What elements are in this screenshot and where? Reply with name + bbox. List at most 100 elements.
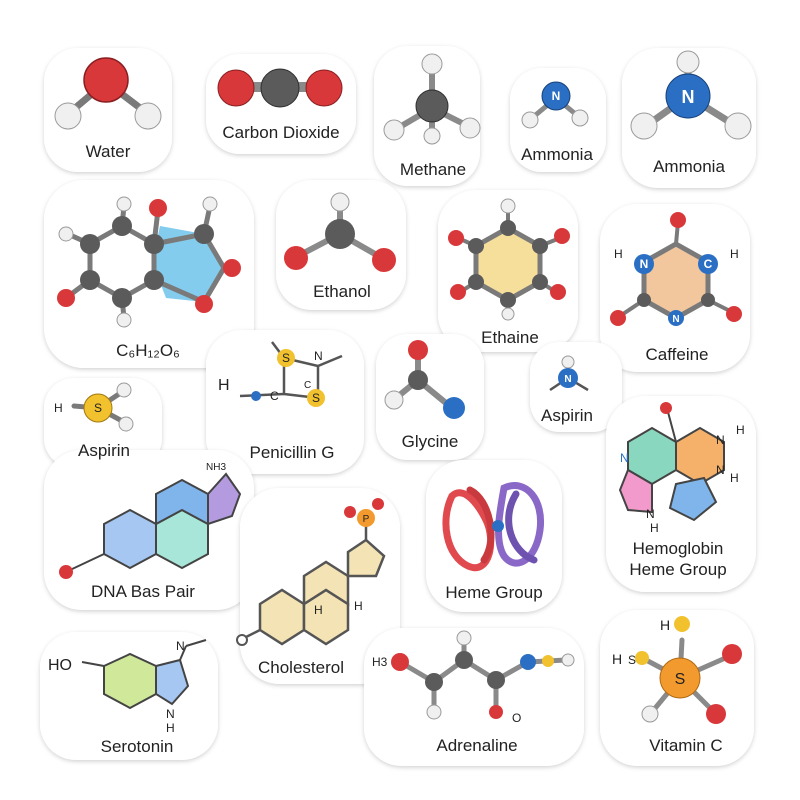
oxygen-atom	[372, 498, 384, 510]
carbon-atom	[112, 288, 132, 308]
oxygen-atom	[610, 310, 626, 326]
co2-carbon-atom	[260, 68, 300, 108]
ammonia-hydrogen-atom	[630, 112, 658, 140]
molecule-ammonia-2: N	[630, 50, 752, 140]
atom-label: H	[730, 247, 739, 261]
atom-label: H	[166, 721, 175, 735]
atom-label: O	[512, 711, 521, 725]
carbon-atom	[144, 270, 164, 290]
sticker-water	[44, 48, 172, 172]
oxygen-atom	[550, 284, 566, 300]
molecule-caffeine: H N C H N	[610, 212, 742, 326]
atom-label: N	[640, 257, 649, 271]
atom-label: S	[628, 653, 636, 667]
oxygen-atom	[554, 228, 570, 244]
atom-label: H	[614, 247, 623, 261]
water-hydrogen-atom	[134, 102, 162, 130]
atom-label: NH3	[206, 462, 226, 473]
sulfur-atom	[83, 393, 113, 423]
hydrogen-atom	[501, 307, 515, 321]
molecule-glucose	[57, 196, 241, 328]
molecule-hemoglobin-heme-group: H N H N N N H	[618, 402, 745, 535]
molecule-label-penicillin-g: Penicillin G	[249, 443, 335, 462]
hydrogen-atom	[561, 653, 575, 667]
carbon-atom	[637, 293, 651, 307]
atom-label: H	[730, 471, 739, 485]
molecule-heme-group	[442, 482, 545, 572]
hydrogen-atom	[426, 704, 442, 720]
methane-hydrogen-atom	[383, 119, 405, 141]
co2-oxygen-atom	[305, 69, 343, 107]
molecule-label-water: Water	[85, 142, 131, 161]
carbon-atom	[455, 651, 473, 669]
carbon-atom	[532, 238, 548, 254]
molecule-label-cholesterol: Cholesterol	[258, 658, 344, 677]
oxygen-atom	[344, 506, 356, 518]
oxygen-atom	[391, 653, 409, 671]
oxygen-atom	[408, 340, 428, 360]
molecule-label-vitamin-c: Vitamin C	[649, 736, 723, 755]
oxygen-atom	[670, 212, 686, 228]
oxygen-atom	[450, 284, 466, 300]
molecule-dna-base-pair: NH3	[59, 462, 242, 579]
atom-label: C	[270, 389, 279, 403]
atom-label: S	[94, 401, 102, 415]
atom-label: HO	[48, 657, 72, 674]
carbon-atom	[80, 234, 100, 254]
hydrogen-atom	[58, 226, 74, 242]
molecule-serotonin: HO N N H	[48, 639, 207, 735]
molecule-label-glycine: Glycine	[401, 432, 459, 451]
atom-label: N	[716, 433, 725, 447]
oxygen-atom	[195, 295, 213, 313]
hydrogen-atom	[118, 416, 134, 432]
nitrogen-atom	[443, 397, 465, 419]
molecule-label-serotonin: Serotonin	[100, 737, 174, 756]
oxygen-atom	[284, 246, 308, 270]
ammonia-nitrogen-atom	[541, 81, 571, 111]
molecule-label-methane: Methane	[399, 160, 467, 179]
water-hydrogen-atom	[54, 102, 82, 130]
carbon-atom	[500, 220, 516, 236]
carbon-atom	[325, 219, 355, 249]
ammonia-hydrogen-atom	[724, 112, 752, 140]
atom-label: P	[363, 514, 370, 525]
molecule-label-caffeine: Caffeine	[645, 345, 709, 364]
atom-label: N	[682, 87, 695, 107]
oxygen-atom	[489, 705, 503, 719]
nitrogen-atom	[698, 254, 718, 274]
molecule-cholesterol: P H H	[236, 498, 386, 646]
molecule-label-heme-group: Heme Group	[445, 583, 543, 602]
atom-label: H	[736, 423, 745, 437]
carbon-atom	[408, 370, 428, 390]
ammonia-hydrogen-atom	[676, 50, 700, 74]
oxygen-atom	[149, 199, 167, 217]
sticker-penicillin	[206, 330, 364, 474]
oxygen-atom	[448, 230, 464, 246]
sulfur-atom	[659, 657, 701, 699]
molecule-label-glucose: C₆H₁₂O₆	[116, 341, 180, 360]
atom-label: N	[166, 707, 175, 721]
co2-oxygen-atom	[217, 69, 255, 107]
oxygen-atom	[660, 402, 672, 414]
atom-label: C	[304, 380, 311, 391]
hydrogen-atom	[641, 705, 659, 723]
hydrogen-atom	[202, 196, 218, 212]
ammonia-hydrogen-atom	[571, 109, 589, 127]
hydrogen-atom	[116, 312, 132, 328]
iron-center	[492, 520, 504, 532]
oxygen-atom	[236, 634, 248, 646]
hydrogen-atom	[384, 390, 404, 410]
molecule-vitamin-c: H H S S	[612, 616, 742, 724]
nitrogen-atom	[634, 254, 654, 274]
sulfur-atom	[277, 349, 295, 367]
sticker-aspirin-2	[530, 342, 622, 432]
nitrogen-atom	[251, 391, 261, 401]
sulfur-atom	[542, 655, 554, 667]
atom-label: H	[218, 377, 230, 394]
molecule-carbon-dioxide	[217, 68, 343, 108]
atom-label: H	[660, 617, 670, 633]
sticker-ammonia-1	[510, 68, 606, 172]
molecule-aspirin-1: H S	[54, 382, 134, 432]
nitrogen-atom	[668, 310, 684, 326]
